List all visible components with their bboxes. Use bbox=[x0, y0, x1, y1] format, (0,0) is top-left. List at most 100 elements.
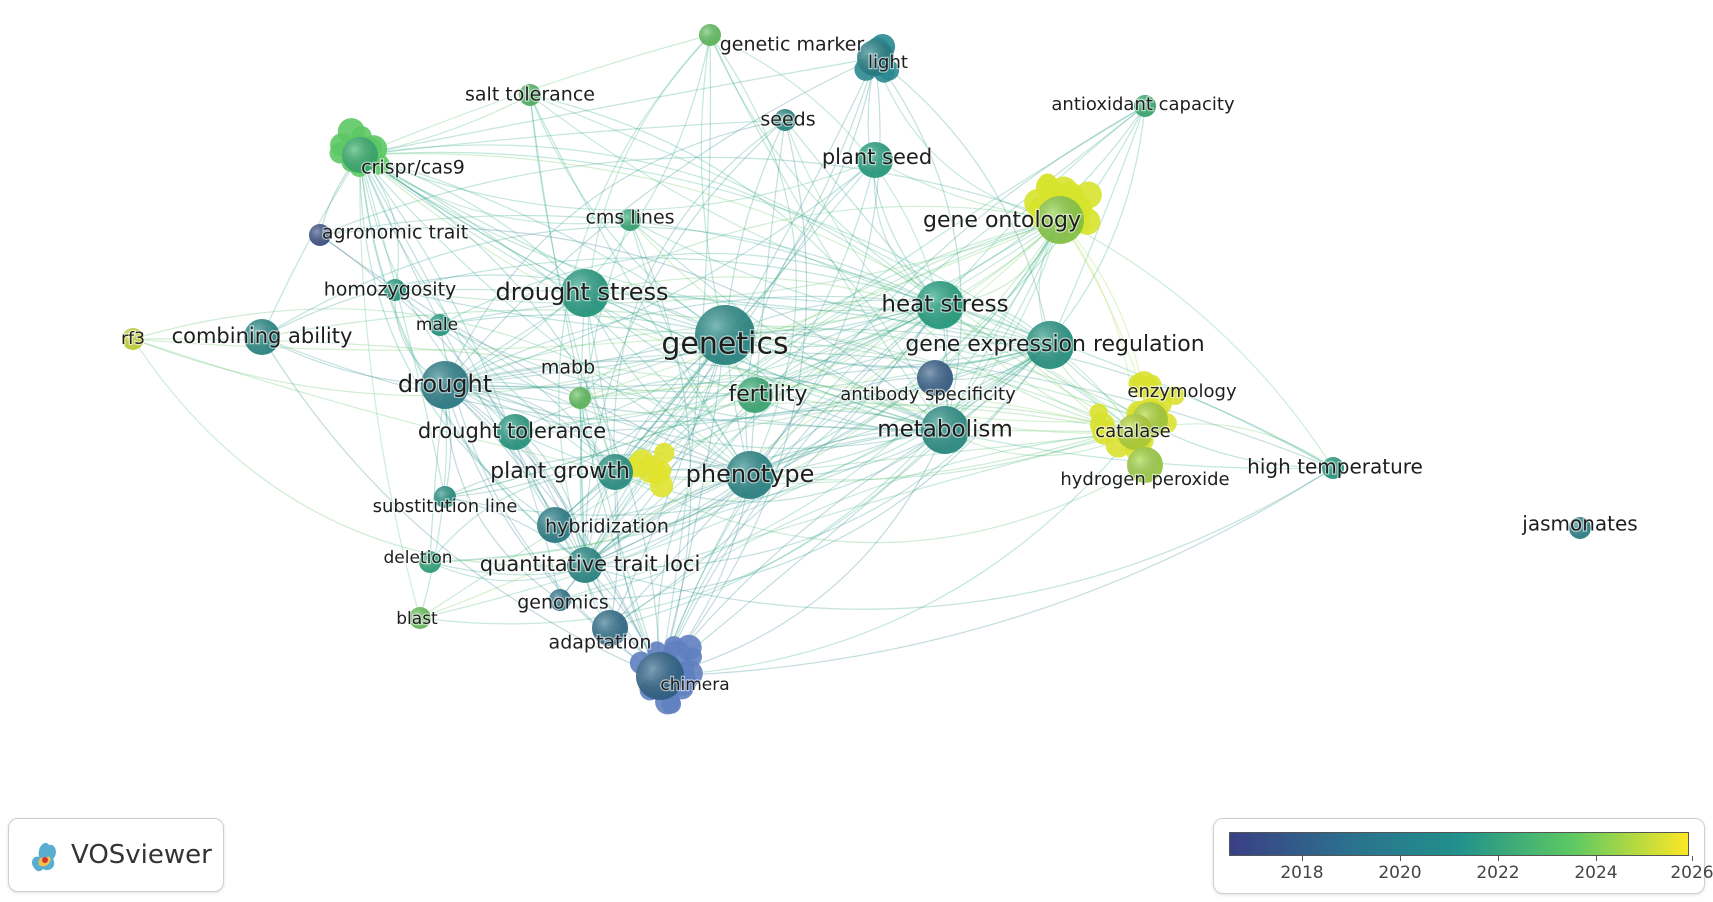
link-genetics-chimera bbox=[659, 334, 726, 677]
link-plant-growth-deletion bbox=[429, 471, 616, 563]
label-genetics[interactable]: genetics bbox=[660, 325, 790, 363]
node-shade bbox=[434, 486, 456, 508]
link-heat-stress-quantitative-trait-loci bbox=[584, 304, 941, 566]
label-phenotype[interactable]: phenotype bbox=[684, 459, 815, 490]
link-gene-ontology-mabb bbox=[579, 219, 1061, 399]
link-crispr-cas9-combining-ability bbox=[261, 154, 361, 338]
node-shade bbox=[857, 142, 893, 178]
label-hybridization[interactable]: hybridization bbox=[544, 514, 670, 539]
label-deletion[interactable]: deletion bbox=[382, 547, 454, 570]
link-catalase-drought-stress bbox=[584, 276, 1136, 433]
label-fertility[interactable]: fertility bbox=[727, 381, 808, 409]
link-plant-growth-enzymology bbox=[614, 419, 1151, 485]
link-metabolism-gene-ontology bbox=[944, 219, 1061, 431]
tick-mark bbox=[1302, 856, 1303, 861]
link-plant-growth-light bbox=[614, 57, 876, 473]
link-crispr-cas9-drought-stress bbox=[359, 154, 586, 294]
link-genetics-genetic-marker bbox=[700, 34, 726, 336]
label-drought-stress[interactable]: drought stress bbox=[494, 277, 669, 308]
label-cms-lines[interactable]: cms lines bbox=[584, 205, 676, 230]
label-heat-stress[interactable]: heat stress bbox=[880, 290, 1010, 319]
link-crispr-cas9-genetics bbox=[359, 154, 726, 336]
label-drought-tolerance[interactable]: drought tolerance bbox=[417, 418, 608, 445]
link-phenotype-agronomic-trait bbox=[319, 234, 751, 476]
cluster-bubble bbox=[654, 442, 675, 464]
label-antibody-specificity[interactable]: antibody specificity bbox=[839, 383, 1017, 407]
link-plant-growth-genetic-marker bbox=[587, 34, 711, 473]
node-shade bbox=[497, 414, 533, 450]
label-genomics[interactable]: genomics bbox=[516, 590, 610, 615]
label-mabb[interactable]: mabb bbox=[540, 355, 597, 380]
label-male[interactable]: male bbox=[415, 314, 460, 337]
label-gene-expression-regulation[interactable]: gene expression regulation bbox=[904, 331, 1206, 359]
link-quantitative-trait-loci-gene-expression-regulation bbox=[584, 344, 1051, 568]
label-quantitative-trait-loci[interactable]: quantitative trait loci bbox=[478, 551, 701, 578]
link-quantitative-trait-loci-rf3 bbox=[132, 338, 586, 567]
cluster-bubble bbox=[629, 449, 655, 475]
cluster-bubble bbox=[1128, 373, 1149, 394]
label-plant-seed[interactable]: plant seed bbox=[821, 144, 934, 171]
label-adaptation[interactable]: adaptation bbox=[547, 630, 652, 655]
link-crispr-cas9-substitution-line bbox=[359, 154, 446, 498]
label-high-temperature[interactable]: high temperature bbox=[1246, 453, 1424, 480]
link-crispr-cas9-enzymology bbox=[359, 154, 1151, 423]
label-rf3[interactable]: rf3 bbox=[120, 328, 146, 351]
link-heat-stress-light bbox=[867, 57, 941, 306]
label-chimera[interactable]: chimera bbox=[659, 674, 731, 697]
link-drought-heat-stress bbox=[444, 295, 941, 386]
label-plant-growth[interactable]: plant growth bbox=[489, 458, 631, 486]
vosviewer-badge[interactable]: VOSviewer bbox=[8, 818, 224, 892]
link-chimera-cms-lines bbox=[629, 219, 692, 677]
link-plant-growth-gene-expression-regulation bbox=[614, 344, 1051, 473]
link-gene-ontology-agronomic-trait bbox=[319, 156, 1061, 236]
link-crispr-cas9-blast bbox=[359, 154, 421, 619]
link-crispr-cas9-drought-tolerance bbox=[359, 154, 516, 433]
link-heat-stress-chimera bbox=[659, 304, 941, 677]
link-quantitative-trait-loci-heat-stress bbox=[584, 304, 941, 566]
link-quantitative-trait-loci-antioxidant-capacity bbox=[584, 105, 1146, 566]
label-drought[interactable]: drought bbox=[397, 369, 494, 400]
link-gene-ontology-blast bbox=[419, 219, 1061, 619]
vosviewer-label: VOSviewer bbox=[71, 840, 212, 870]
node-shade bbox=[342, 137, 378, 173]
link-gene-ontology-high-temperature bbox=[1059, 219, 1334, 469]
label-jasmonates[interactable]: jasmonates bbox=[1520, 510, 1639, 537]
link-plant-growth-rf3 bbox=[132, 338, 616, 473]
link-chimera-genetic-marker bbox=[659, 34, 712, 677]
link-gene-expression-regulation-high-temperature bbox=[1049, 344, 1334, 469]
label-hydrogen-peroxide[interactable]: hydrogen peroxide bbox=[1059, 468, 1231, 492]
label-agronomic-trait[interactable]: agronomic trait bbox=[321, 220, 470, 245]
link-heat-stress-mabb bbox=[579, 304, 941, 399]
link-phenotype-genetic-marker bbox=[709, 34, 797, 476]
link-metabolism-genetic-marker bbox=[709, 34, 946, 431]
label-homozygosity[interactable]: homozygosity bbox=[322, 277, 457, 302]
link-catalase-drought-tolerance bbox=[514, 401, 1136, 433]
label-salt-tolerance[interactable]: salt tolerance bbox=[464, 82, 597, 107]
node-shade bbox=[774, 109, 796, 131]
label-crispr-cas9[interactable]: crispr/cas9 bbox=[360, 155, 466, 180]
link-genetics-salt-tolerance bbox=[529, 94, 726, 336]
link-phenotype-drought bbox=[444, 384, 751, 476]
label-enzymology[interactable]: enzymology bbox=[1126, 380, 1238, 404]
link-quantitative-trait-loci-genetics bbox=[584, 334, 726, 566]
label-light[interactable]: light bbox=[867, 51, 909, 75]
label-catalase[interactable]: catalase bbox=[1094, 420, 1172, 444]
label-substitution-line[interactable]: substitution line bbox=[371, 495, 518, 519]
tick-label: 2022 bbox=[1476, 863, 1520, 883]
label-gene-ontology[interactable]: gene ontology bbox=[922, 207, 1083, 235]
link-crispr-cas9-plant-seed bbox=[359, 154, 876, 211]
node-shade bbox=[1569, 517, 1591, 539]
link-phenotype-adaptation bbox=[609, 474, 751, 629]
label-seeds[interactable]: seeds bbox=[759, 107, 817, 132]
color-scale-bar bbox=[1229, 832, 1689, 856]
label-metabolism[interactable]: metabolism bbox=[876, 415, 1014, 444]
link-crispr-cas9-hybridization bbox=[359, 154, 556, 526]
label-blast[interactable]: blast bbox=[395, 608, 439, 631]
label-combining-ability[interactable]: combining ability bbox=[170, 323, 353, 350]
node-shade bbox=[916, 281, 964, 329]
label-antioxidant-capacity[interactable]: antioxidant capacity bbox=[1050, 93, 1236, 117]
label-genetic-marker[interactable]: genetic marker bbox=[719, 32, 866, 57]
link-drought-light bbox=[444, 57, 876, 386]
node-shade bbox=[619, 209, 641, 231]
